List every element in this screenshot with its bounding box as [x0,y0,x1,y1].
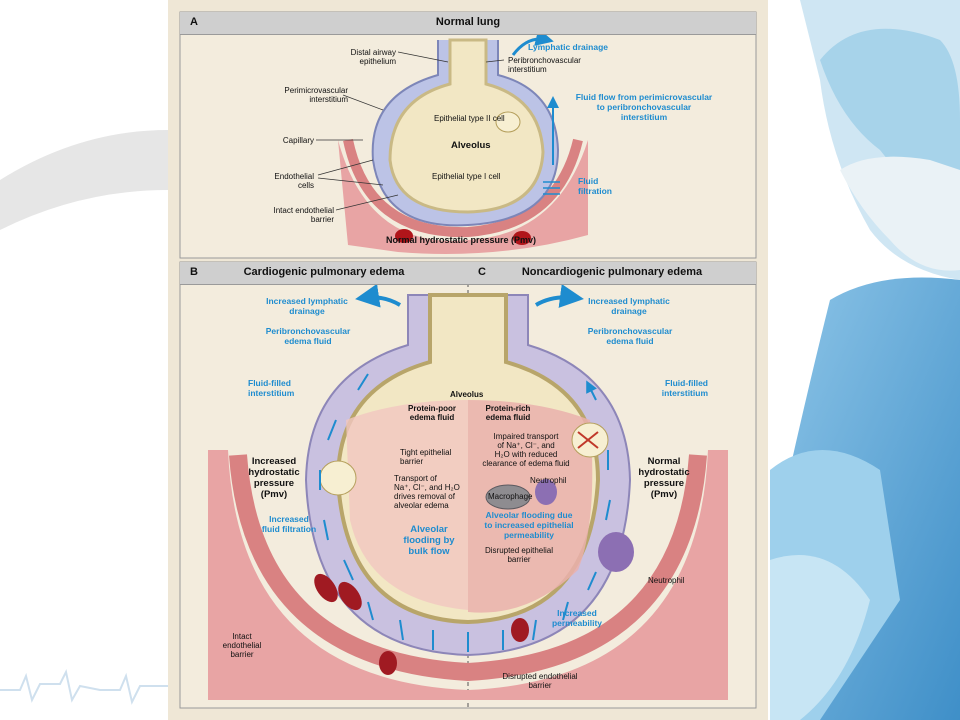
label-c-macrophage: Macrophage [488,492,533,501]
panel-c-header: C Noncardiogenic pulmonary edema [468,262,756,285]
surgeon-photo [770,0,960,720]
figure-artwork [179,11,757,709]
label-lymphatic-drainage: Lymphatic drainage [528,42,608,52]
panel-a-title: Normal lung [435,16,501,28]
panel-b-header: B Cardiogenic pulmonary edema [180,262,468,285]
label-distal-airway: Distal airway epithelium [350,48,396,66]
panel-c-title: Noncardiogenic pulmonary edema [521,266,703,278]
label-b-increased-pressure: Increased hydrostatic pressure (Pmv) [248,456,300,500]
label-b-protein-poor: Protein-poor edema fluid [408,404,456,422]
label-perimicrovascular-interstitium: Perimicrovascular interstitium [284,86,348,104]
panel-b-letter: B [190,266,198,278]
label-b-transport: Transport of Na⁺, Cl⁻, and H₂O drives re… [394,474,460,510]
label-c-alveolus: Alveolus [450,390,484,399]
label-c-fluid-filled: Fluid-filled interstitium [661,378,708,398]
label-b-fluid-filled: Fluid-filled interstitium [248,378,295,398]
label-c-peribronchovascular-fluid: Peribronchovascular edema fluid [587,326,673,346]
label-fluid-filtration: Fluid filtration [578,176,612,196]
label-c-alveolar-flooding: Alveolar flooding due to increased epith… [484,510,574,540]
label-c-normal-pressure: Normal hydrostatic pressure (Pmv) [638,456,690,500]
label-normal-pressure-a: Normal hydrostatic pressure (Pmv) [386,235,537,245]
label-c-neutrophil-inner: Neutrophil [530,476,567,485]
label-c-increased-permeability: Increased permeability [551,608,603,628]
label-fluid-flow: Fluid flow from perimicrovascular to per… [575,92,713,122]
label-c-increased-lymphatic: Increased lymphatic drainage [588,296,670,316]
edema-drawing [208,283,728,700]
decor-swoosh [0,130,168,230]
label-epithelial-type-1: Epithelial type I cell [432,172,501,181]
label-c-disrupted-endothelial: Disrupted endothelial barrier [502,672,578,690]
label-b-intact-barrier: Intact endothelial barrier [222,632,262,659]
panel-a-letter: A [190,16,198,28]
normal-lung-drawing [316,28,588,254]
label-peribronchovascular-interstitium: Peribronchovascular interstitium [508,56,581,74]
label-b-tight-barrier: Tight epithelial barrier [400,448,452,466]
panel-c-letter: C [478,266,486,278]
ecg-line-decor [0,669,168,705]
label-c-protein-rich: Protein-rich edema fluid [485,404,531,422]
label-c-disrupted-epithelial: Disrupted epithelial barrier [484,546,554,564]
label-c-neutrophil-outer: Neutrophil [648,576,685,585]
label-b-increased-lymphatic: Increased lymphatic drainage [266,296,348,316]
label-b-peribronchovascular-fluid: Peribronchovascular edema fluid [265,326,351,346]
pulmonary-edema-figure: A Normal lung Distal airway epithelium L… [168,0,768,720]
label-intact-barrier-a: Intact endothelial barrier [273,206,335,224]
panel-a-header: A Normal lung [180,12,756,35]
label-endothelial-cells: Endothelial cells [274,172,314,190]
label-capillary: Capillary [282,136,314,145]
panel-b-title: Cardiogenic pulmonary edema [243,266,405,278]
label-alveolus-a: Alveolus [451,140,491,151]
label-epithelial-type-2: Epithelial type II cell [434,114,505,123]
label-b-bulk-flow: Alveolar flooding by bulk flow [403,524,455,557]
label-b-increased-filtration: Increased fluid filtration [261,514,317,534]
label-c-impaired-transport: Impaired transport of Na⁺, Cl⁻, and H₂O … [482,432,570,468]
